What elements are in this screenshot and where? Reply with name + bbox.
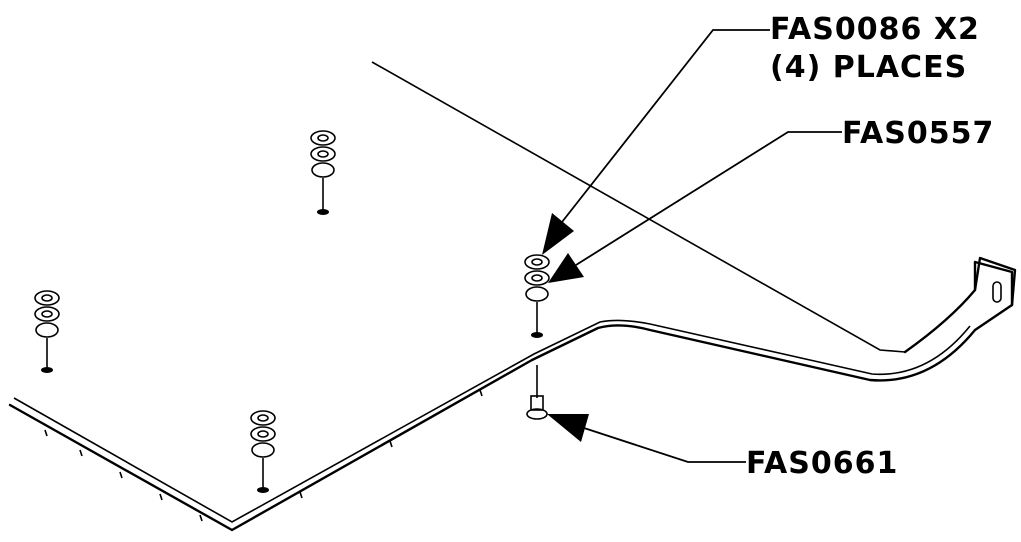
- leader-fas0086: [542, 29, 770, 255]
- fastener-stack-lower: [250, 410, 276, 493]
- edge-ticks: [44, 389, 483, 522]
- bracket-slot: [992, 281, 1002, 303]
- fastener-stack-upper: [310, 130, 336, 215]
- callout-fas0086-places: (4) PLACES: [770, 50, 968, 85]
- leader-fas0661: [547, 414, 746, 463]
- plate-diagonal-edge: [371, 61, 906, 353]
- callout-fas0557-label: FAS0557: [842, 116, 995, 151]
- plate-edge-inner: [13, 319, 971, 523]
- callout-fas0086-label: FAS0086 X2: [770, 12, 980, 47]
- plate-edge: [8, 256, 1017, 532]
- fastener-stack-callout: [524, 254, 550, 398]
- leader-fas0557: [548, 131, 842, 283]
- bracket-tab: [973, 260, 1014, 307]
- fastener-stack-left: [34, 290, 60, 373]
- callout-fas0661-label: FAS0661: [746, 446, 899, 481]
- bolt-fas0661: [526, 395, 548, 420]
